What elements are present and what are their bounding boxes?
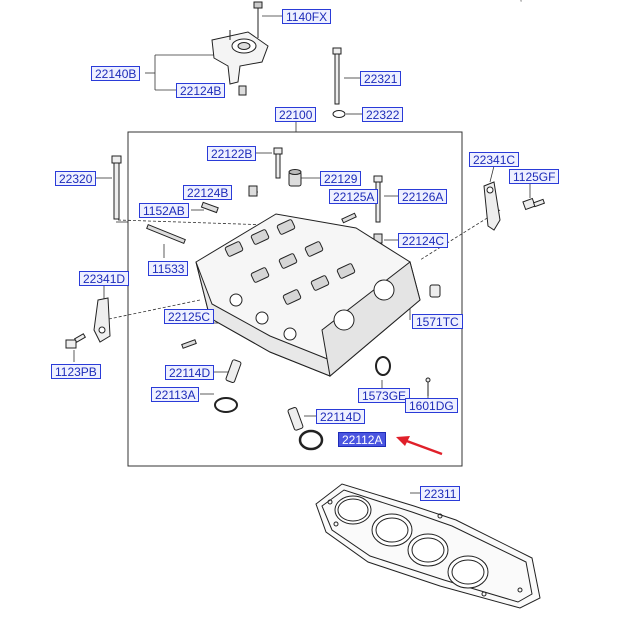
label-22341c[interactable]: 22341C — [469, 152, 520, 167]
cap-22129 — [288, 169, 302, 187]
label-22311[interactable]: 22311 — [420, 486, 461, 501]
label-22114d-b[interactable]: 22114D — [316, 409, 366, 424]
seal-1573ge — [375, 356, 391, 376]
dowel-22124b-mid — [248, 185, 258, 197]
label-22124c[interactable]: 22124C — [398, 233, 449, 248]
label-22112a[interactable]: 22112A — [338, 432, 387, 447]
washer-22322 — [332, 110, 346, 118]
bracket-22341d — [93, 297, 111, 343]
label-1125gf[interactable]: 1125GF — [509, 169, 560, 184]
highlight-arrow — [396, 436, 443, 456]
label-22124b-top[interactable]: 22124B — [176, 83, 226, 98]
stud-22125c — [181, 339, 197, 349]
assembly-frame — [127, 131, 463, 467]
label-1140fx[interactable]: 1140FX — [282, 9, 332, 24]
bracket-22140b — [211, 1, 269, 85]
bolt-1125gf — [522, 197, 546, 211]
bolt-22321 — [332, 47, 342, 105]
label-22126a[interactable]: 22126A — [398, 189, 448, 204]
seal-22112a — [298, 429, 324, 451]
seal-22113a — [214, 397, 238, 413]
bolt-22122b — [273, 147, 283, 179]
pin-1601dg — [425, 377, 431, 396]
valve-guide-22114d-a — [225, 359, 242, 383]
cylinder-head-22100 — [195, 213, 421, 377]
label-1152ab[interactable]: 1152AB — [139, 203, 189, 218]
head-gasket-22311 — [315, 483, 541, 609]
corner-mark: ‘ — [520, 0, 522, 9]
label-22129[interactable]: 22129 — [320, 171, 362, 186]
label-22125c[interactable]: 22125C — [164, 309, 215, 324]
bolt-22320 — [111, 155, 122, 220]
label-22140b[interactable]: 22140B — [91, 66, 141, 81]
label-11533[interactable]: 11533 — [148, 261, 189, 276]
stud-1152ab — [200, 201, 219, 214]
label-22114d-a[interactable]: 22114D — [165, 365, 215, 380]
label-22113a[interactable]: 22113A — [151, 387, 200, 402]
label-22322[interactable]: 22322 — [362, 107, 404, 122]
label-22122b[interactable]: 22122B — [207, 146, 257, 161]
label-22320[interactable]: 22320 — [55, 171, 97, 186]
dowel-22124b-top — [238, 85, 247, 96]
label-1571tc[interactable]: 1571TC — [412, 314, 463, 329]
bracket-22341c — [483, 181, 501, 231]
valve-guide-22114d-b — [287, 407, 304, 431]
stud-11533 — [146, 224, 186, 244]
label-1573ge[interactable]: 1573GE — [358, 388, 411, 403]
label-1123pb[interactable]: 1123PB — [51, 364, 101, 379]
label-22100[interactable]: 22100 — [275, 107, 317, 122]
stud-22125a — [341, 212, 357, 224]
label-22125a[interactable]: 22125A — [329, 189, 379, 204]
label-22341d[interactable]: 22341D — [79, 271, 130, 286]
bolt-1123pb — [65, 333, 87, 349]
label-22321[interactable]: 22321 — [360, 71, 402, 86]
plug-1571tc — [429, 284, 441, 298]
label-22124b-mid[interactable]: 22124B — [183, 185, 233, 200]
label-1601dg[interactable]: 1601DG — [405, 398, 458, 413]
